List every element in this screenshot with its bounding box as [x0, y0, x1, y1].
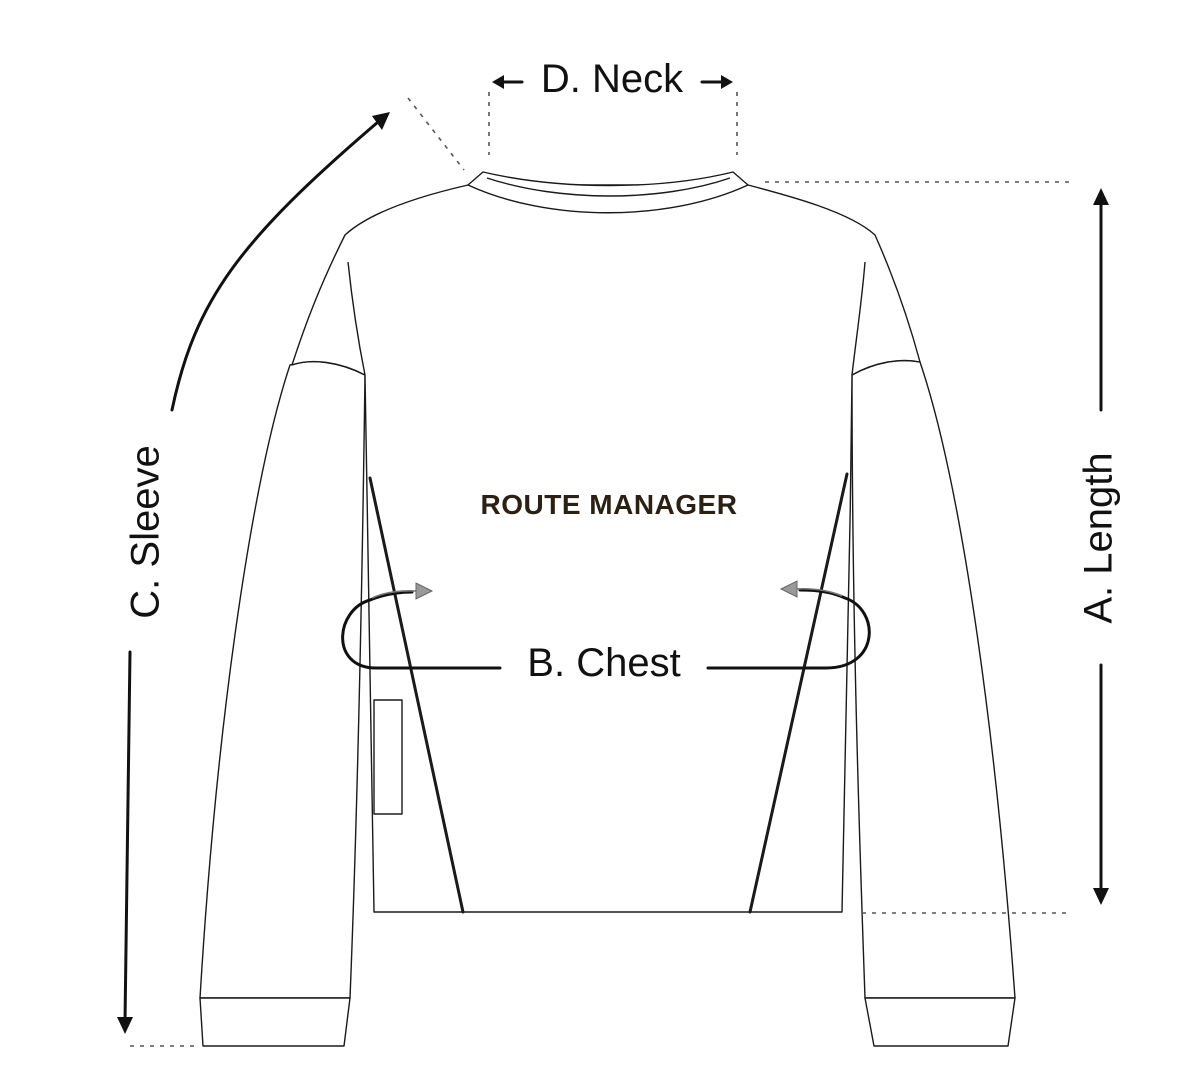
- chest-label: B. Chest: [527, 641, 680, 685]
- right-armhole-seam: [851, 261, 866, 376]
- sleeve-arrow-upper: [170, 120, 380, 412]
- sleeve-arrow-lower: [123, 650, 132, 1024]
- neck-arrow-left-head: [492, 75, 504, 89]
- sleeve-arrow-lower-head: [117, 1017, 133, 1034]
- brand-text: ROUTE MANAGER: [481, 489, 738, 520]
- sleeve-label: C. Sleeve: [124, 445, 168, 618]
- sweatshirt-garment: [199, 171, 1016, 1047]
- sleeve-guide-top: [407, 97, 465, 171]
- collar: [467, 171, 749, 214]
- left-panel-line: [368, 476, 465, 914]
- neck-label: D. Neck: [541, 57, 684, 101]
- sleeve-measurement: C. Sleeve: [117, 97, 465, 1047]
- sleeve-arrow-upper-head: [372, 112, 390, 130]
- chest-arrow-right: [794, 587, 843, 597]
- neck-arrow-right-head: [721, 75, 733, 89]
- side-label-tag: [373, 699, 403, 815]
- chest-arrow-left: [371, 589, 419, 599]
- chest-loop-right: [706, 588, 871, 670]
- chest-arrow-right-head: [779, 580, 798, 598]
- chest-loop-left: [341, 590, 502, 670]
- length-arrow-top-head: [1093, 188, 1109, 205]
- chest-measurement: B. Chest: [341, 580, 871, 685]
- length-label: A. Length: [1077, 452, 1121, 623]
- right-sleeve: [851, 359, 1016, 999]
- collar-inner-seam: [486, 177, 731, 197]
- left-cuff: [199, 997, 351, 1047]
- length-arrow-bottom-head: [1093, 888, 1109, 905]
- neck-measurement: D. Neck: [488, 57, 738, 155]
- right-cuff: [864, 997, 1016, 1047]
- torso: [291, 184, 921, 913]
- length-measurement: A. Length: [765, 181, 1121, 914]
- right-panel-line: [748, 472, 849, 914]
- chest-arrow-left-head: [415, 582, 434, 600]
- left-sleeve: [199, 360, 366, 999]
- left-armhole-seam: [347, 261, 366, 376]
